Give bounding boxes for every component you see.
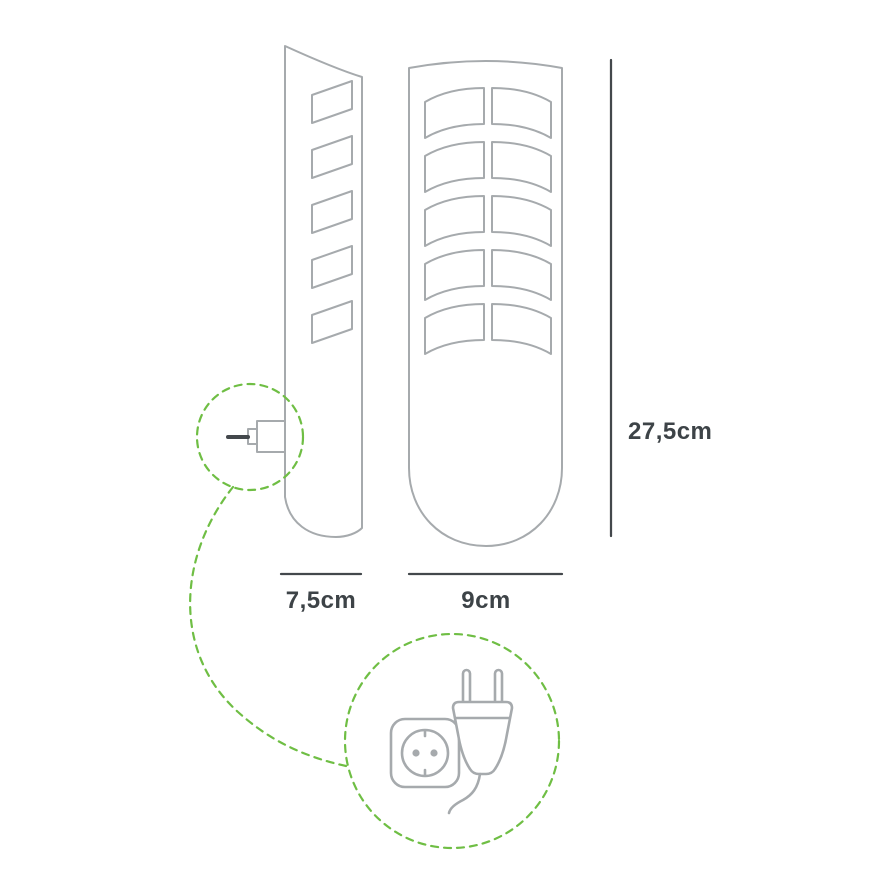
eu-plug-body [451, 700, 514, 776]
plug-callout-circle [195, 382, 305, 492]
front-view [408, 60, 563, 547]
side-width-dimension-label: 7,5cm [286, 587, 357, 614]
eu-plug-icon [447, 668, 514, 815]
power-socket-icon [389, 717, 461, 789]
power-callout-circle [343, 632, 561, 850]
side-view-outline [284, 45, 363, 538]
front-view-vent-slots [424, 87, 552, 355]
side-view-vent-slots [311, 80, 353, 344]
plug-callout [189, 382, 561, 850]
height-dimension-label: 27,5cm [628, 418, 712, 445]
front-width-dimension: 9cm [407, 572, 564, 614]
height-dimension: 27,5cm [609, 58, 712, 538]
wall-plug-pin [226, 420, 286, 453]
front-width-dimension-label: 9cm [461, 587, 511, 614]
side-view [226, 45, 363, 538]
side-width-dimension: 7,5cm [279, 572, 363, 614]
eu-plug-cable [447, 772, 482, 815]
callout-connector-line [189, 485, 348, 768]
